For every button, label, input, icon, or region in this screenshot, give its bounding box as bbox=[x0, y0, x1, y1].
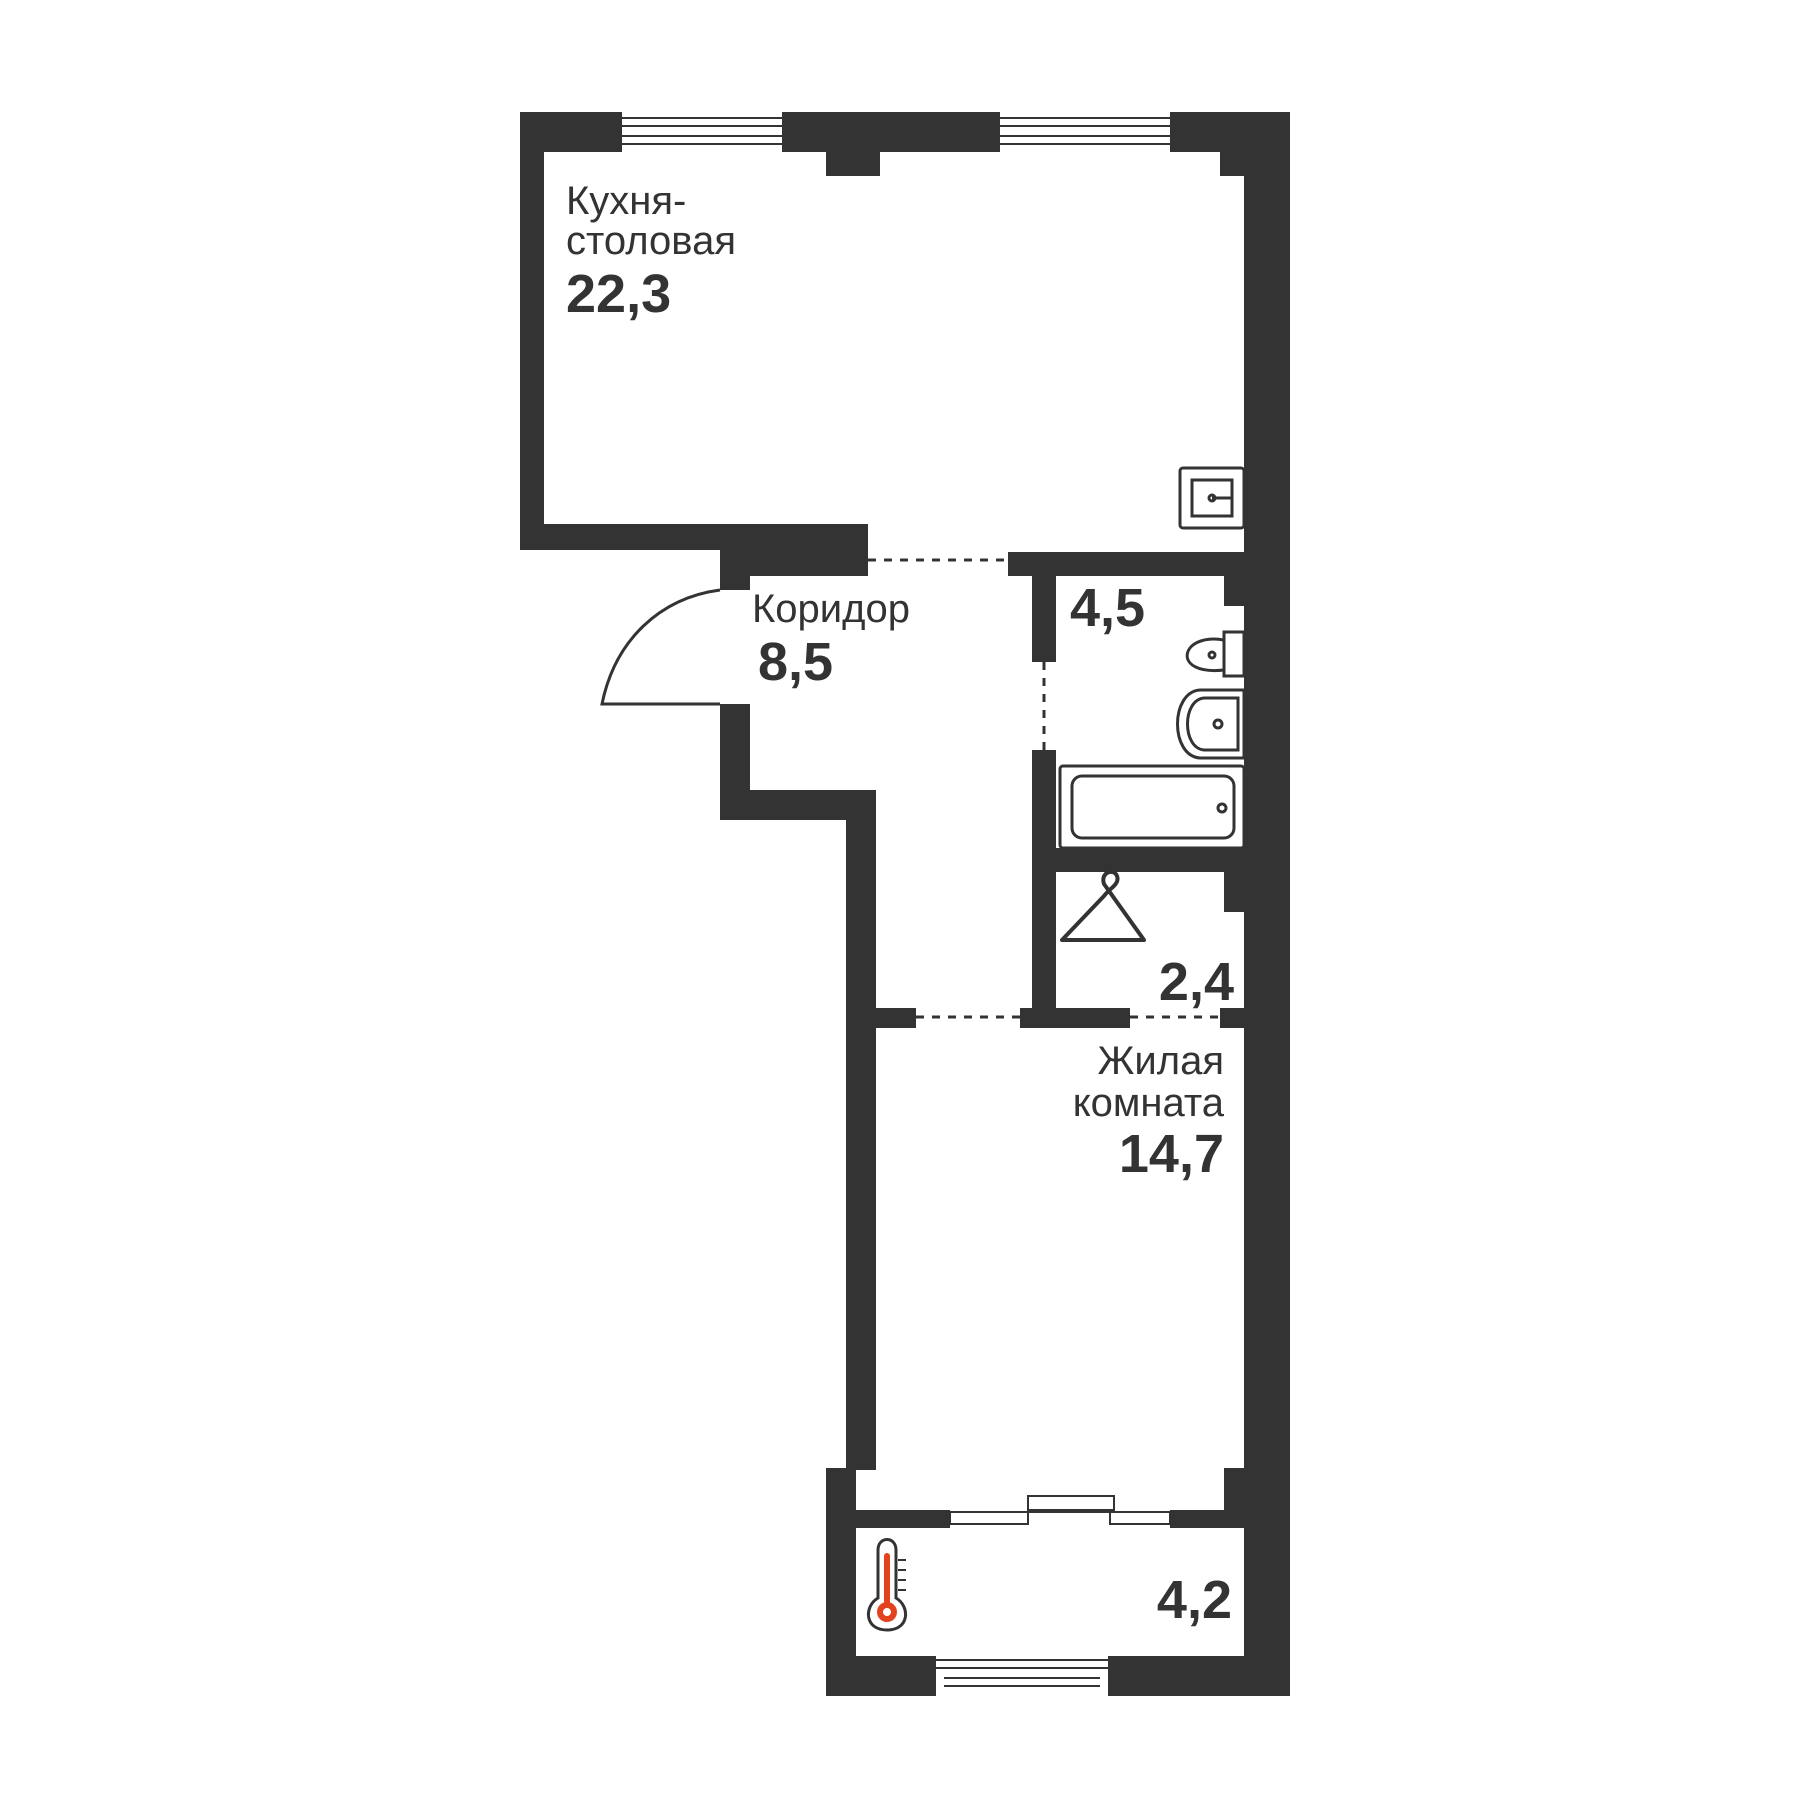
toilet-icon bbox=[1185, 630, 1246, 678]
bath-right-pillar bbox=[1224, 552, 1290, 606]
wardrobe-right-pillar bbox=[1224, 848, 1290, 912]
wardrobe-bottom-right bbox=[1220, 1008, 1290, 1028]
wardrobe-left-wall bbox=[1032, 848, 1056, 1028]
walls bbox=[520, 112, 1290, 1696]
balcony-bottom-wall-left bbox=[826, 1656, 936, 1696]
kitchen-left-wall bbox=[520, 112, 544, 550]
bath-left-wall-upper bbox=[1032, 552, 1056, 662]
openings bbox=[868, 558, 1220, 1019]
corridor-area: 8,5 bbox=[758, 632, 833, 692]
kitchen-window-right bbox=[990, 117, 1180, 145]
balcony-window bbox=[936, 1659, 1108, 1687]
kitchen-area: 22,3 bbox=[566, 264, 671, 324]
balcony-bottom-wall-right bbox=[1108, 1656, 1290, 1696]
balcony-area: 4,2 bbox=[1157, 1570, 1232, 1630]
entrance-upper-wall bbox=[720, 552, 750, 590]
wardrobe-bottom-left bbox=[1020, 1008, 1130, 1028]
top-wall-middle bbox=[782, 112, 1000, 152]
kitchen-window-left bbox=[610, 117, 794, 145]
thermometer-icon bbox=[867, 1538, 907, 1632]
living-area: 14,7 bbox=[1119, 1124, 1224, 1184]
living-bottom-wall-right bbox=[1170, 1510, 1290, 1528]
bathroom-area: 4,5 bbox=[1070, 578, 1145, 638]
kitchen-sink-icon bbox=[1178, 466, 1246, 530]
kitchen-name-line2: столовая bbox=[566, 219, 736, 263]
washbasin-icon bbox=[1176, 688, 1246, 760]
kitchen-name-line1: Кухня- bbox=[566, 179, 686, 223]
corridor-name: Коридор bbox=[752, 587, 910, 631]
hanger-icon bbox=[1060, 869, 1146, 942]
bath-left-wall-lower bbox=[1032, 750, 1056, 860]
living-name-line1: Жилая bbox=[1097, 1039, 1224, 1083]
living-top-wall-left bbox=[846, 1008, 916, 1028]
top-wall-pillar bbox=[826, 112, 880, 176]
living-right-pillar bbox=[1224, 1468, 1290, 1510]
balcony-door bbox=[949, 1495, 1171, 1525]
wardrobe-area: 2,4 bbox=[1159, 952, 1234, 1012]
windows bbox=[610, 117, 1180, 1687]
living-name-line2: комната bbox=[1073, 1081, 1225, 1125]
living-bottom-wall-left bbox=[826, 1510, 950, 1528]
bathtub-icon bbox=[1058, 764, 1246, 850]
corridor-left-wall bbox=[846, 790, 876, 1470]
entrance-door-swing bbox=[600, 588, 721, 706]
